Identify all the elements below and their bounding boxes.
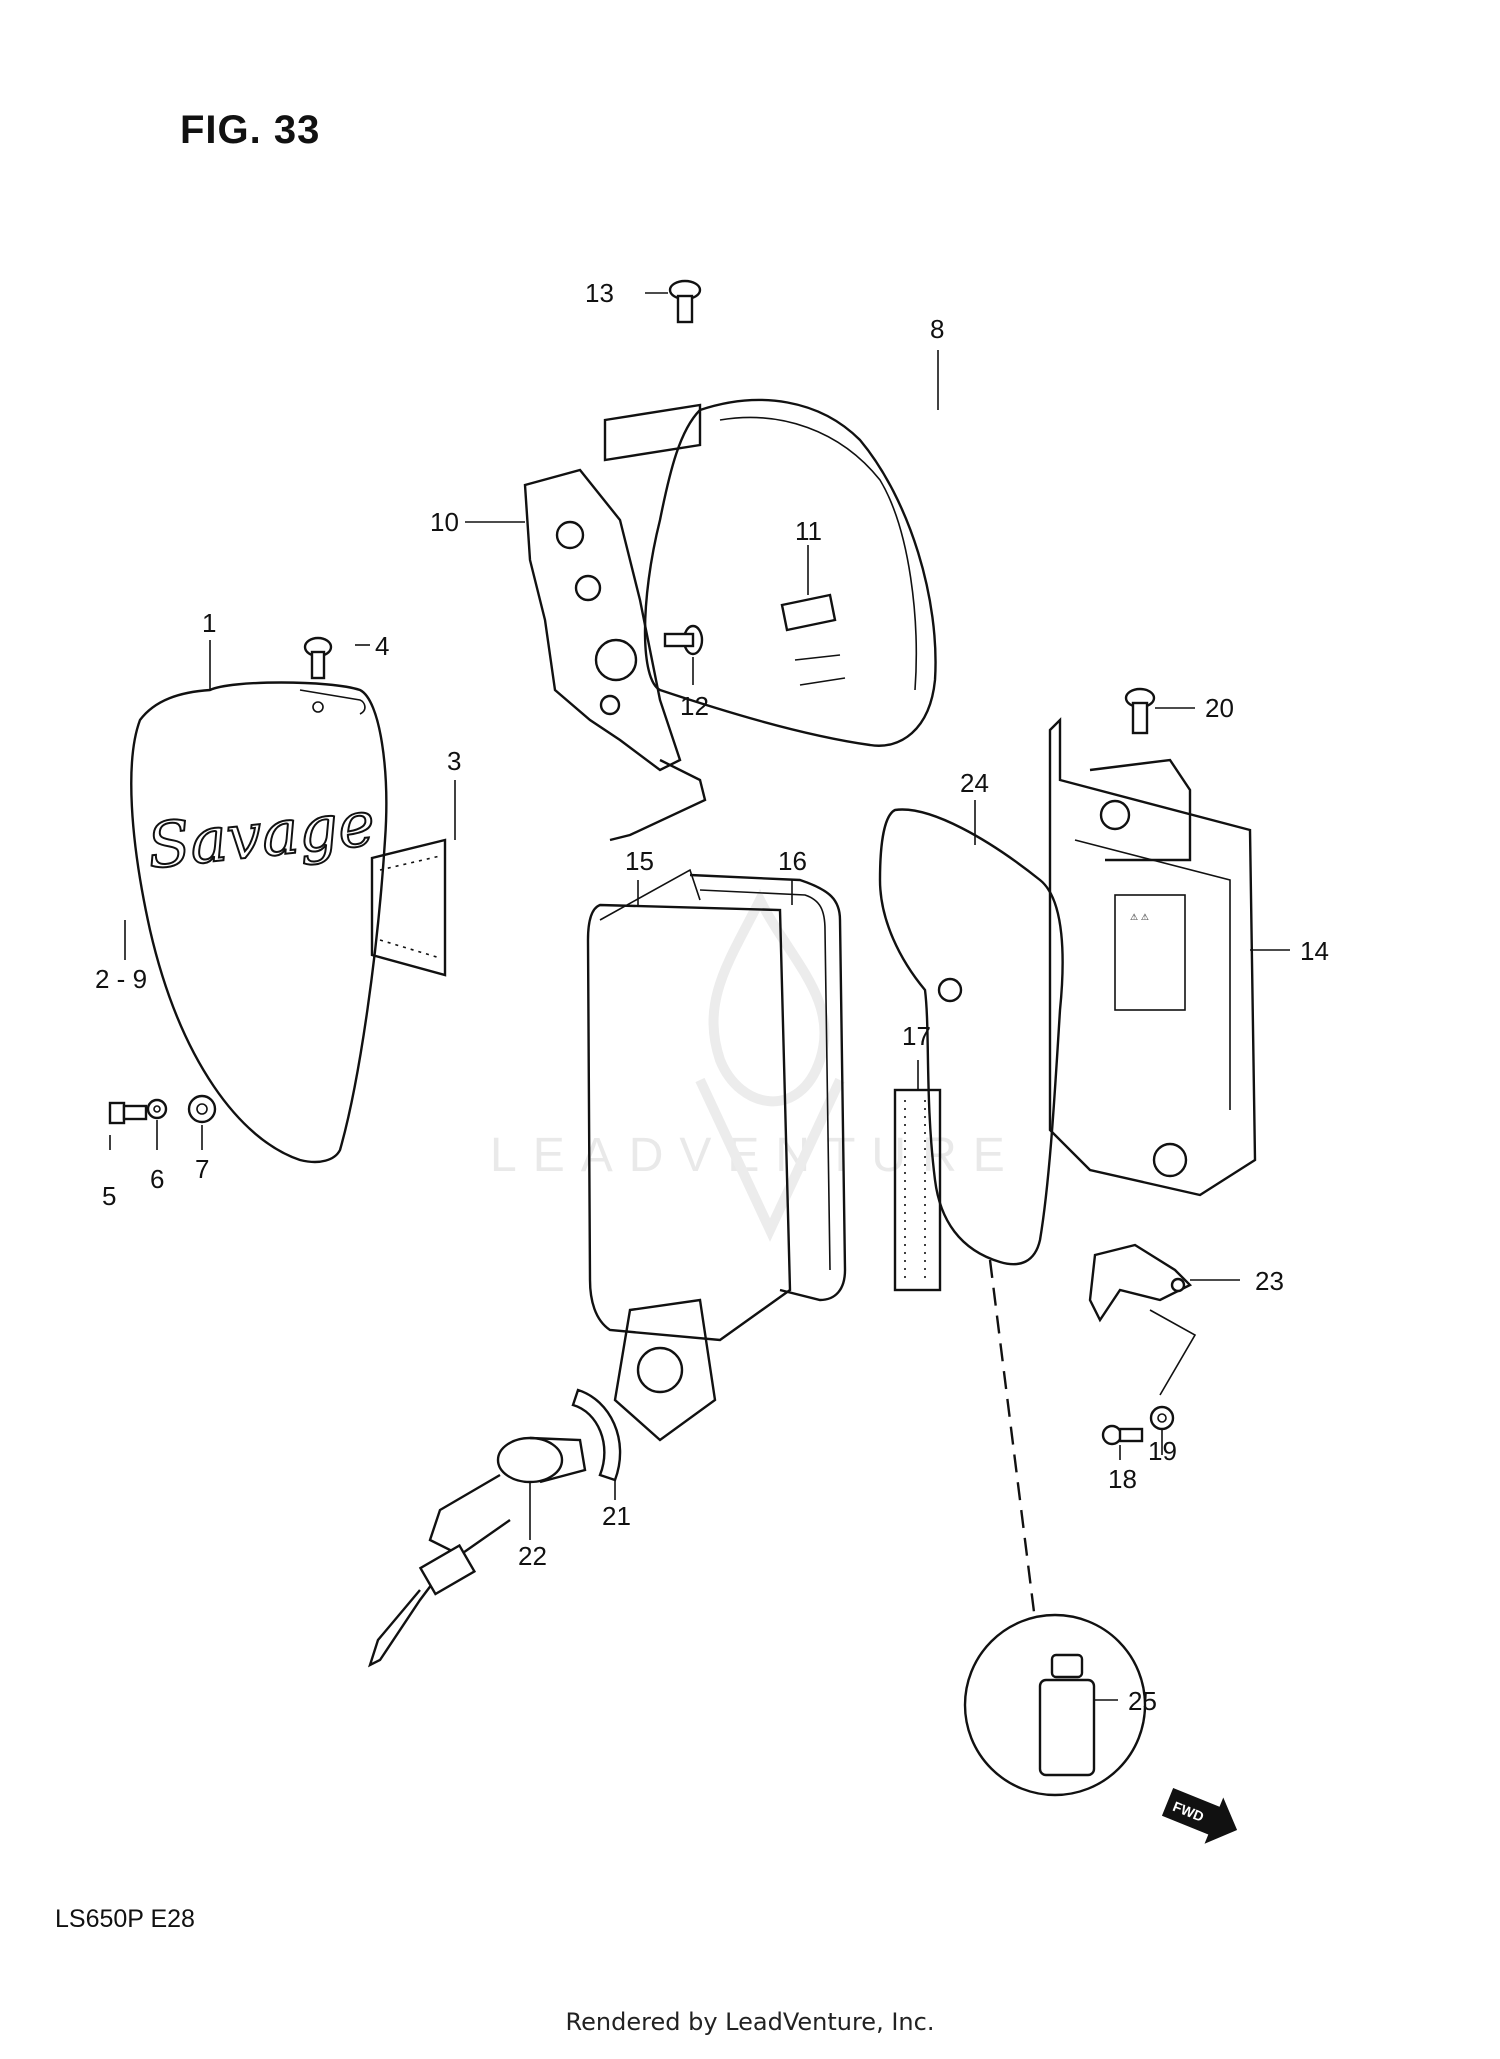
callout-8: 8: [930, 314, 944, 344]
model-code: LS650P E28: [55, 1905, 195, 1933]
part-13-screw: [668, 279, 702, 324]
callout-18: 18: [1108, 1464, 1137, 1494]
part-5-bolt: [108, 1101, 148, 1125]
part-15-battery-box: [586, 868, 792, 1442]
savage-emblem-text: Savage: [144, 787, 378, 883]
callout-19: 19: [1148, 1436, 1177, 1466]
part-11-clip: [780, 593, 846, 686]
part-4-screw: [303, 636, 333, 680]
part-21-retainer: [571, 1388, 622, 1482]
part-18-screw: [1101, 1424, 1144, 1446]
callout-17: 17: [902, 1021, 931, 1051]
part-24-cover: [878, 808, 1064, 1266]
callout-24: 24: [960, 768, 989, 798]
callout-2-9: 2 - 9: [95, 964, 147, 994]
callout-12: 12: [680, 691, 709, 721]
part-7-washer: [187, 1094, 217, 1124]
part-3-cushion: [370, 838, 447, 977]
callout-11: 11: [795, 516, 822, 546]
leadventure-watermark-logo: [695, 888, 845, 1242]
callout-23: 23: [1255, 1266, 1284, 1296]
callout-leaders: [109, 292, 1290, 1701]
callout-16: 16: [778, 846, 807, 876]
part-19-washer: [1149, 1405, 1175, 1431]
part-14-battery-holder: ⚠ ⚠: [1048, 717, 1257, 1197]
callout-labels: 1 2 - 9 3 4 5 6 7 8 10 11 12 13 14 15 16…: [95, 278, 1329, 1716]
footer-credit: Rendered by LeadVenture, Inc.: [565, 2008, 935, 2036]
part-6-washer: [146, 1098, 168, 1120]
callout-10: 10: [430, 507, 459, 537]
figure-title: FIG. 33: [180, 108, 321, 152]
callout-21: 21: [602, 1501, 631, 1531]
part-10-bracket: [523, 403, 707, 842]
part-2-9-emblem: Savage: [143, 786, 379, 884]
part-17-pad: [893, 1088, 942, 1292]
svg-text:⚠ ⚠: ⚠ ⚠: [1130, 913, 1149, 923]
callout-14: 14: [1300, 936, 1329, 966]
part-20-screw: [1124, 687, 1156, 735]
callout-3: 3: [447, 746, 461, 776]
callout-6: 6: [150, 1164, 164, 1194]
callout-4: 4: [375, 631, 389, 661]
callout-15: 15: [625, 846, 654, 876]
callout-7: 7: [195, 1154, 209, 1184]
part-8-top-cover: [643, 398, 937, 747]
part-1-side-cover: [130, 681, 388, 1164]
callout-13: 13: [585, 278, 614, 308]
part-16-gasket: [689, 873, 847, 1302]
part-22-lock-and-keys: [367, 1436, 587, 1668]
callout-25: 25: [1128, 1686, 1157, 1716]
callout-1: 1: [202, 608, 216, 638]
part-12-screw: [663, 624, 704, 656]
callout-22: 22: [518, 1541, 547, 1571]
callout-5: 5: [102, 1181, 116, 1211]
part-23-bracket: [1088, 1243, 1197, 1396]
part-25-detail: [963, 1613, 1147, 1797]
fwd-arrow-icon: FWD: [1161, 1787, 1238, 1844]
detail-leader: [988, 1259, 1037, 1621]
callout-20: 20: [1205, 693, 1234, 723]
